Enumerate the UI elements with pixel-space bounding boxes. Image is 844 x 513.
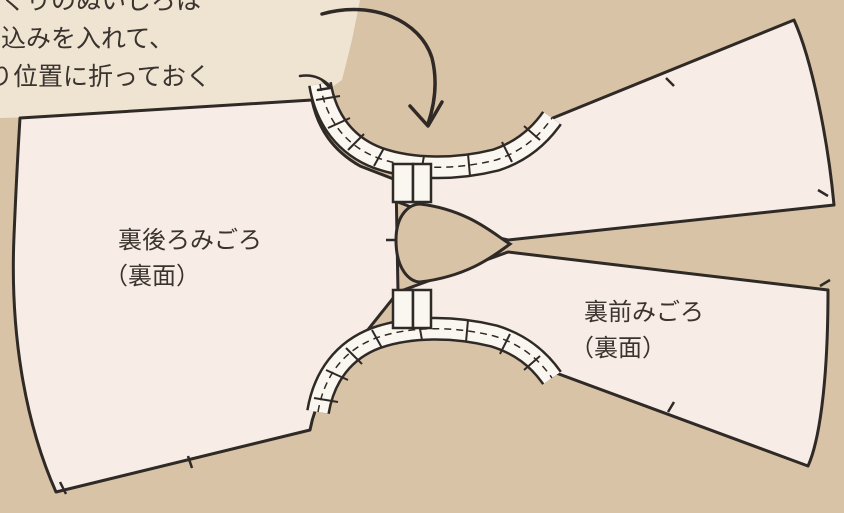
note-arrow [298,74,332,92]
note-background [0,0,360,118]
center-gap [394,202,513,284]
notch-marks [58,77,831,495]
instruction-line-3: り位置に折っておく [0,62,212,91]
lower-armhole-tape-fill [308,319,560,414]
upper-shoulder-tabs [391,162,433,204]
back-bodice-side-label: （裏面） [104,262,200,290]
upper-snip-marks [315,95,541,179]
back-bodice-label: 裏後ろみごろ [118,226,262,254]
pointer-arrow [320,7,437,126]
front-bodice-label: 裏前みごろ [584,298,704,326]
back-bodice-piece [11,98,400,494]
pointer-arrowhead [408,100,444,128]
lower-snip-marks [313,317,541,403]
instruction-line-2: 切込みを入れて、 [0,24,175,53]
instruction-line-1: 袖ぐりのぬいしろは [0,0,202,15]
lower-shoulder-tabs [391,288,433,330]
front-bodice-side-label: （裏面） [570,334,666,362]
